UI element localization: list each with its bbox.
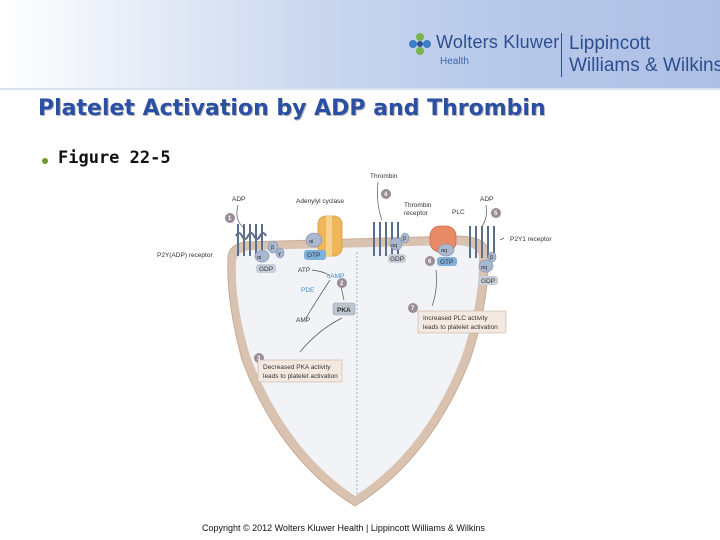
svg-text:leads to platelet activation: leads to platelet activation <box>423 324 498 331</box>
brand-williams-wilkins: Williams & Wilkins <box>569 55 720 76</box>
box-decreased-pka: Decreased PKA activity leads to platelet… <box>257 359 343 383</box>
label-thrombin-receptor-1: Thrombin <box>404 202 432 209</box>
svg-text:4: 4 <box>384 192 388 198</box>
label-gamma-left: γ <box>278 251 281 257</box>
step-marker-1: 1 <box>225 213 235 223</box>
header-band <box>0 0 720 88</box>
step-marker-4: 4 <box>381 189 391 199</box>
label-camp: cAMP <box>327 273 344 280</box>
g-protein-cyclase <box>304 232 326 260</box>
svg-text:5: 5 <box>494 211 498 217</box>
label-beta-mid: β <box>403 236 406 242</box>
brand-wolters-kluwer: Wolters Kluwer <box>436 32 560 52</box>
label-gdp-left: GDP <box>259 266 273 273</box>
label-pde: PDE <box>301 287 315 294</box>
g-protein-right <box>478 251 498 285</box>
header-divider <box>0 88 720 90</box>
p2y-adp-receptor <box>235 224 267 256</box>
step-marker-2: 2 <box>337 278 347 288</box>
p2y1-receptor <box>469 226 495 258</box>
bullet-figure-ref: Figure 22-5 <box>58 148 171 168</box>
thrombin-receptor <box>373 222 399 256</box>
label-atp: ATP <box>298 267 310 274</box>
label-p2y1-receptor: P2Y1 receptor <box>510 236 552 243</box>
label-adenylyl-cyclase: Adenylyl cyclase <box>296 198 344 205</box>
slide-title: Platelet Activation by ADP and Thrombin <box>38 96 546 121</box>
plc-enzyme <box>429 225 457 266</box>
label-p2y-adp-receptor: P2Y(ADP) receptor <box>157 252 213 259</box>
label-pka: PKA <box>337 307 351 314</box>
svg-text:Decreased PKA activity: Decreased PKA activity <box>263 364 331 371</box>
platelet-cytoplasm <box>235 245 480 496</box>
label-alpha-i-cyclase: αi <box>309 239 313 245</box>
label-thrombin-receptor-2: receptor <box>404 210 429 217</box>
svg-text:6: 6 <box>428 259 432 265</box>
g-protein-left <box>254 240 285 273</box>
label-beta-left: β <box>271 245 274 251</box>
step-marker-7: 7 <box>408 303 418 313</box>
svg-text:Increased PLC activity: Increased PLC activity <box>423 315 488 322</box>
footer-copyright: Copyright © 2012 Wolters Kluwer Health |… <box>202 523 485 533</box>
label-plc: PLC <box>452 209 465 216</box>
brand-separator <box>561 33 562 77</box>
step-marker-6: 6 <box>425 256 435 266</box>
label-adp-right: ADP <box>480 196 493 203</box>
label-amp: AMP <box>296 317 310 324</box>
brand-health: Health <box>440 56 469 67</box>
step-marker-5: 5 <box>491 208 501 218</box>
label-beta-right: β <box>490 255 493 261</box>
brand-lippincott: Lippincott <box>569 33 651 54</box>
bullet-marker <box>42 158 48 164</box>
svg-text:2: 2 <box>340 281 344 287</box>
label-alpha-q-right: αq <box>481 265 487 271</box>
label-gdp-right: GDP <box>481 278 495 285</box>
label-alpha-q-plc: αq <box>441 248 447 254</box>
label-thrombin: Thrombin <box>370 173 398 180</box>
label-gtp-right: GTP <box>440 259 453 266</box>
wolters-kluwer-logo-icon <box>409 33 431 55</box>
label-gdp-mid: GDP <box>390 256 404 263</box>
label-gtp-left: GTP <box>307 252 320 259</box>
svg-text:3: 3 <box>257 356 261 362</box>
g-protein-middle <box>388 232 410 263</box>
box-increased-plc: Increased PLC activity leads to platelet… <box>417 310 507 334</box>
label-alpha-i-left: αi <box>257 255 261 261</box>
svg-text:7: 7 <box>411 306 415 312</box>
label-adp-left: ADP <box>232 196 245 203</box>
label-alpha-q-mid: αq <box>391 243 397 249</box>
svg-text:1: 1 <box>228 216 232 222</box>
svg-text:leads to platelet activation: leads to platelet activation <box>263 373 338 380</box>
